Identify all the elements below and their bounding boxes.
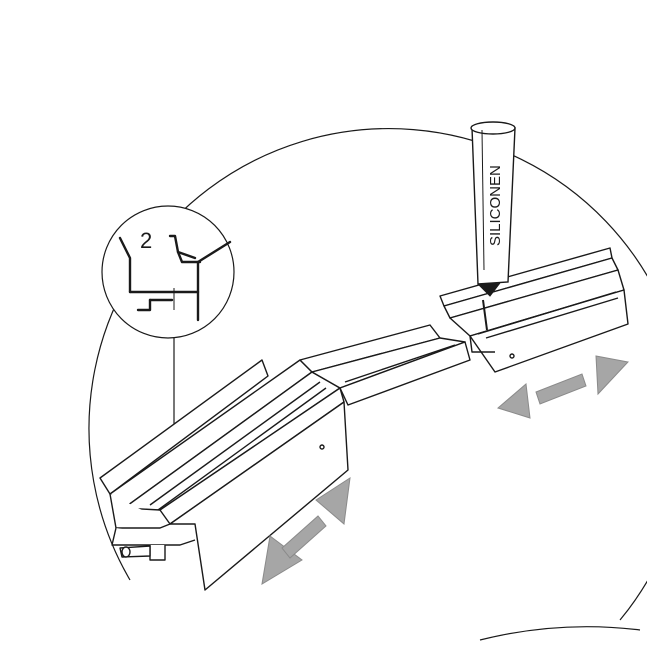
right-profile-rail bbox=[439, 247, 629, 373]
sealant-tube-icon: SILICONEN bbox=[470, 121, 516, 331]
adjacent-circle-edge bbox=[479, 626, 641, 641]
profile-detail-inset: 2 bbox=[101, 205, 235, 339]
double-headed-arrow-right bbox=[496, 355, 629, 419]
profile-cross-section bbox=[118, 234, 232, 322]
tube-label: SILICONEN bbox=[487, 165, 504, 246]
left-profile-rail bbox=[99, 359, 349, 591]
step-number: 2 bbox=[140, 228, 152, 253]
double-headed-arrow-left bbox=[261, 476, 351, 585]
middle-rail bbox=[299, 324, 471, 406]
detail-view-circle bbox=[88, 128, 647, 621]
